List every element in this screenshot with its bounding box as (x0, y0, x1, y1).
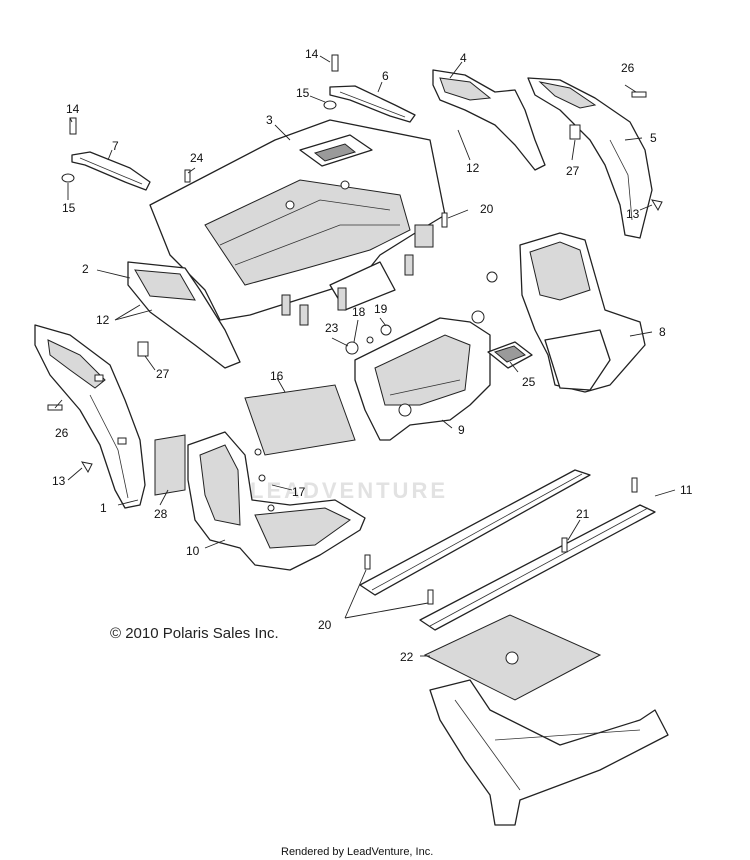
left-storage-bin[interactable] (187, 431, 366, 571)
warning-decal[interactable] (154, 434, 186, 496)
callout-15b: 15 (62, 201, 76, 215)
cargo-box-bed[interactable] (149, 119, 446, 326)
callout-23: 23 (325, 321, 339, 335)
left-side-panel[interactable] (127, 261, 241, 369)
right-upper-panel[interactable] (432, 69, 546, 171)
callout-18: 18 (352, 305, 366, 319)
mounting-plate[interactable] (423, 614, 602, 701)
callout-2: 2 (82, 262, 89, 276)
copyright-text: © 2010 Polaris Sales Inc. (110, 625, 279, 642)
right-fender[interactable] (527, 77, 653, 239)
left-fender[interactable] (34, 324, 146, 509)
cargo-rail-right[interactable] (329, 85, 416, 123)
callout-9: 9 (458, 423, 465, 437)
footer-credit: Rendered by LeadVenture, Inc. (281, 846, 433, 858)
cargo-rail-left[interactable] (71, 151, 151, 191)
callout-1: 1 (100, 501, 107, 515)
callout-8: 8 (659, 325, 666, 339)
right-storage-box[interactable] (519, 232, 646, 393)
callout-12b: 12 (466, 161, 480, 175)
callout-22: 22 (400, 650, 414, 664)
callout-7: 7 (112, 139, 119, 153)
callout-15a: 15 (296, 86, 310, 100)
callout-12a: 12 (96, 313, 110, 327)
callout-27a: 27 (566, 164, 580, 178)
callout-20a: 20 (480, 202, 494, 216)
callout-14b: 14 (66, 102, 80, 116)
callout-26b: 26 (55, 426, 69, 440)
callout-14a: 14 (305, 47, 319, 61)
callout-13b: 13 (626, 207, 640, 221)
callout-3: 3 (266, 113, 273, 127)
callout-20b: 20 (318, 618, 332, 632)
callout-24: 24 (190, 151, 204, 165)
callout-25: 25 (522, 375, 536, 389)
callout-16: 16 (270, 369, 284, 383)
callout-10: 10 (186, 544, 200, 558)
watermark-text: LEADVENTURE (250, 478, 448, 503)
callout-11: 11 (680, 483, 693, 497)
callout-17: 17 (292, 485, 306, 499)
callout-28: 28 (154, 507, 168, 521)
callout-26a: 26 (621, 61, 635, 75)
center-storage-bin[interactable] (354, 317, 491, 441)
callout-6: 6 (382, 69, 389, 83)
liner-sheet[interactable] (244, 384, 356, 456)
callout-27b: 27 (156, 367, 170, 381)
cargo-frame[interactable] (429, 679, 669, 826)
leader-lines (54, 55, 676, 657)
callout-5: 5 (650, 131, 657, 145)
callout-13a: 13 (52, 474, 66, 488)
cup-tray[interactable] (487, 341, 533, 369)
callout-labels: 1 2 3 4 5 6 7 8 9 10 11 12 12 13 13 14 1… (52, 47, 693, 664)
callout-4: 4 (460, 51, 467, 65)
callout-21: 21 (576, 507, 590, 521)
callout-19: 19 (374, 302, 388, 316)
